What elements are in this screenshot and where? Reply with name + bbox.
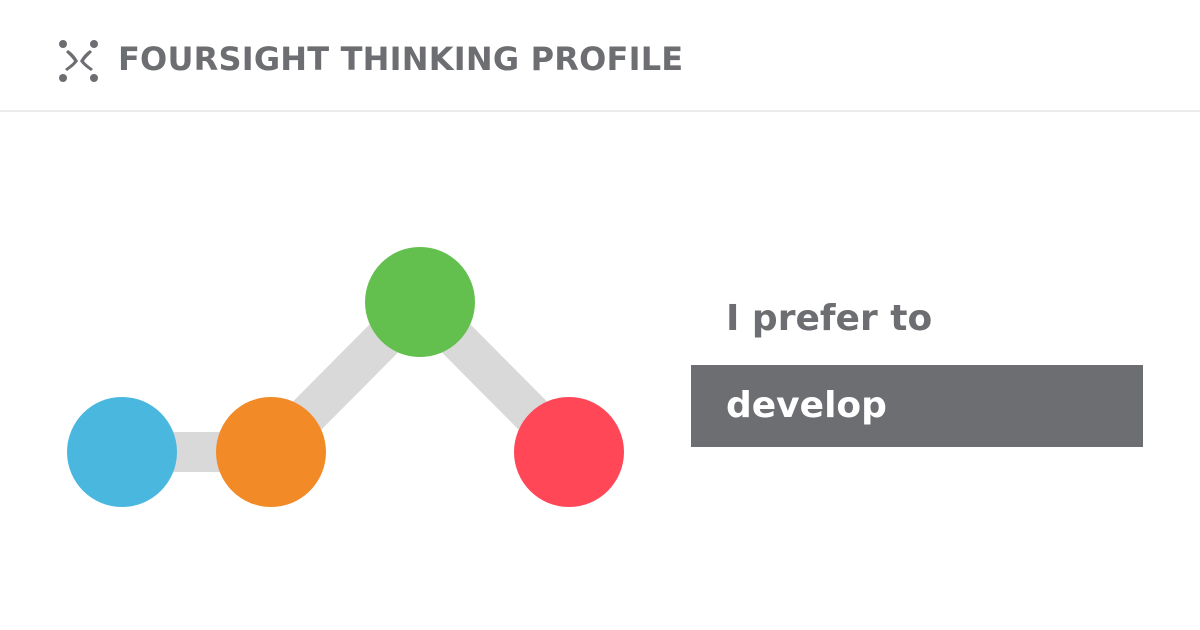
foursight-logo-icon: [59, 40, 98, 82]
header-title: FOURSIGHT THINKING PROFILE: [118, 40, 684, 78]
thinking-profile-graph: [67, 247, 624, 507]
result-value: develop: [726, 385, 887, 426]
header: FOURSIGHT THINKING PROFILE: [0, 0, 1200, 112]
node-blue: [67, 397, 177, 507]
node-red: [514, 397, 624, 507]
node-orange: [216, 397, 326, 507]
node-green: [365, 247, 475, 357]
prefer-label: I prefer to: [726, 298, 933, 339]
result-box: develop: [691, 365, 1143, 447]
